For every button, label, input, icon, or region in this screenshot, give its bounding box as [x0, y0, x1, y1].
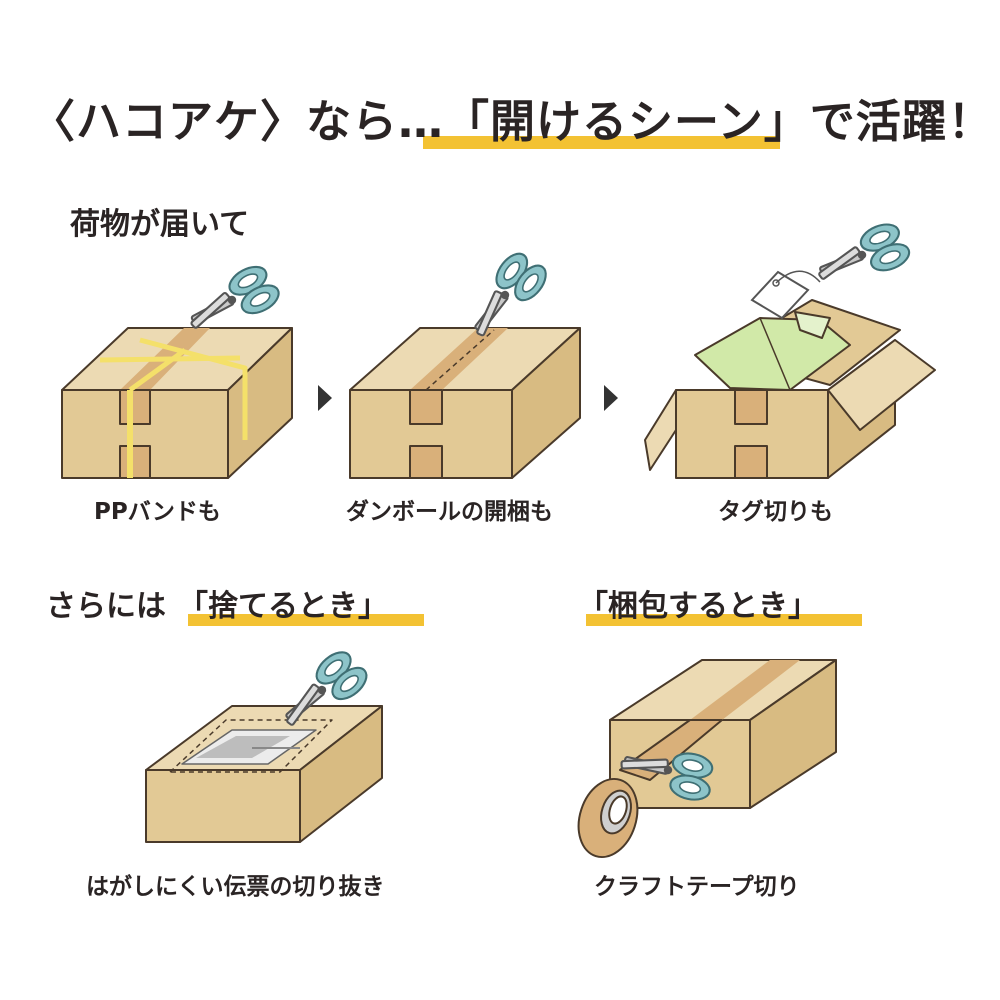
- section-heading-delivery: 荷物が届いて: [70, 207, 250, 242]
- box-with-waybill: [145, 705, 383, 843]
- section-heading-packing: 「梱包するとき」: [578, 589, 818, 624]
- tape-roll-icon: [577, 777, 639, 859]
- section-prefix-furthermore: さらには: [46, 589, 166, 624]
- box-open-with-shirt: [644, 299, 936, 479]
- packing-highlight: [586, 614, 862, 626]
- title-highlight: [423, 136, 780, 149]
- caption-cardboard-opening: ダンボールの開梱も: [346, 499, 553, 525]
- page-title: 〈ハコアケ〉なら…「開けるシーン」で活躍！: [30, 95, 994, 148]
- scissors-icon: [809, 217, 914, 297]
- box-pp-band: [61, 327, 293, 479]
- caption-waybill-cutout: はがしにくい伝票の切り抜き: [86, 874, 385, 900]
- arrow-right-icon: [318, 385, 332, 411]
- disposal-highlight: [188, 614, 424, 626]
- arrow-right-icon: [604, 385, 618, 411]
- section-heading-disposal: 「捨てるとき」: [178, 589, 388, 624]
- caption-pp-band: PPバンドも: [94, 499, 221, 525]
- box-cardboard-opening: [349, 327, 581, 479]
- box-kraft-tape: [609, 659, 837, 809]
- caption-kraft-tape: クラフトテープ切り: [594, 874, 800, 900]
- tag-icon: [750, 270, 821, 320]
- caption-tag-cutting: タグ切りも: [718, 499, 833, 525]
